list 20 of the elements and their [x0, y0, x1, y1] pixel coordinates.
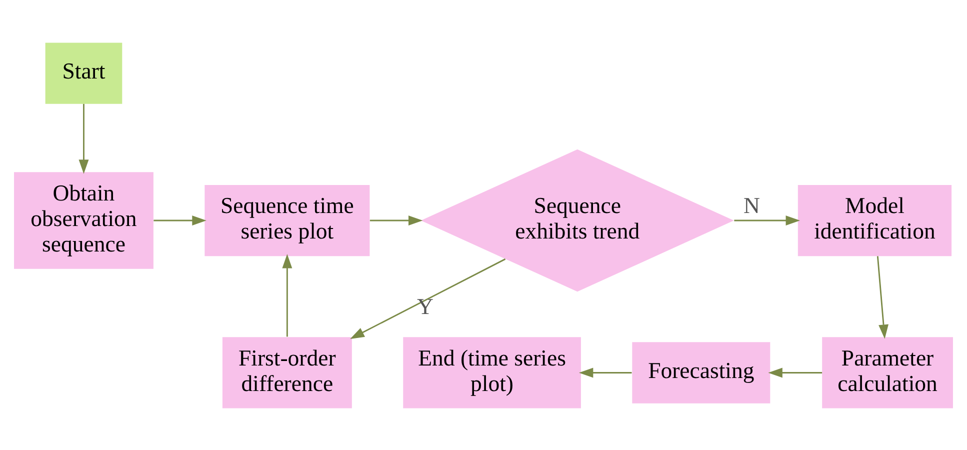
node-box: First-order difference	[222, 336, 352, 408]
node-box: Forecasting	[632, 342, 770, 403]
node-box: Start	[45, 42, 122, 104]
arrow	[768, 367, 822, 378]
arrow	[350, 258, 506, 338]
node-box: Model identification	[798, 184, 952, 256]
arrow	[370, 215, 423, 225]
node-diamond: Sequence exhibits trend	[420, 148, 734, 292]
arrow	[154, 215, 206, 225]
node-box: End (time series plot)	[403, 336, 581, 408]
arrow	[578, 367, 632, 378]
node-box: Obtain observation sequence	[14, 172, 154, 268]
edge-label: N	[744, 192, 760, 218]
arrow	[876, 256, 888, 338]
node-box: Sequence time series plot	[204, 184, 370, 256]
arrow	[734, 215, 800, 225]
edge-label: Y	[417, 294, 434, 319]
arrow	[282, 254, 292, 336]
arrow	[78, 103, 89, 174]
node-box: Parameter calculation	[822, 336, 953, 408]
